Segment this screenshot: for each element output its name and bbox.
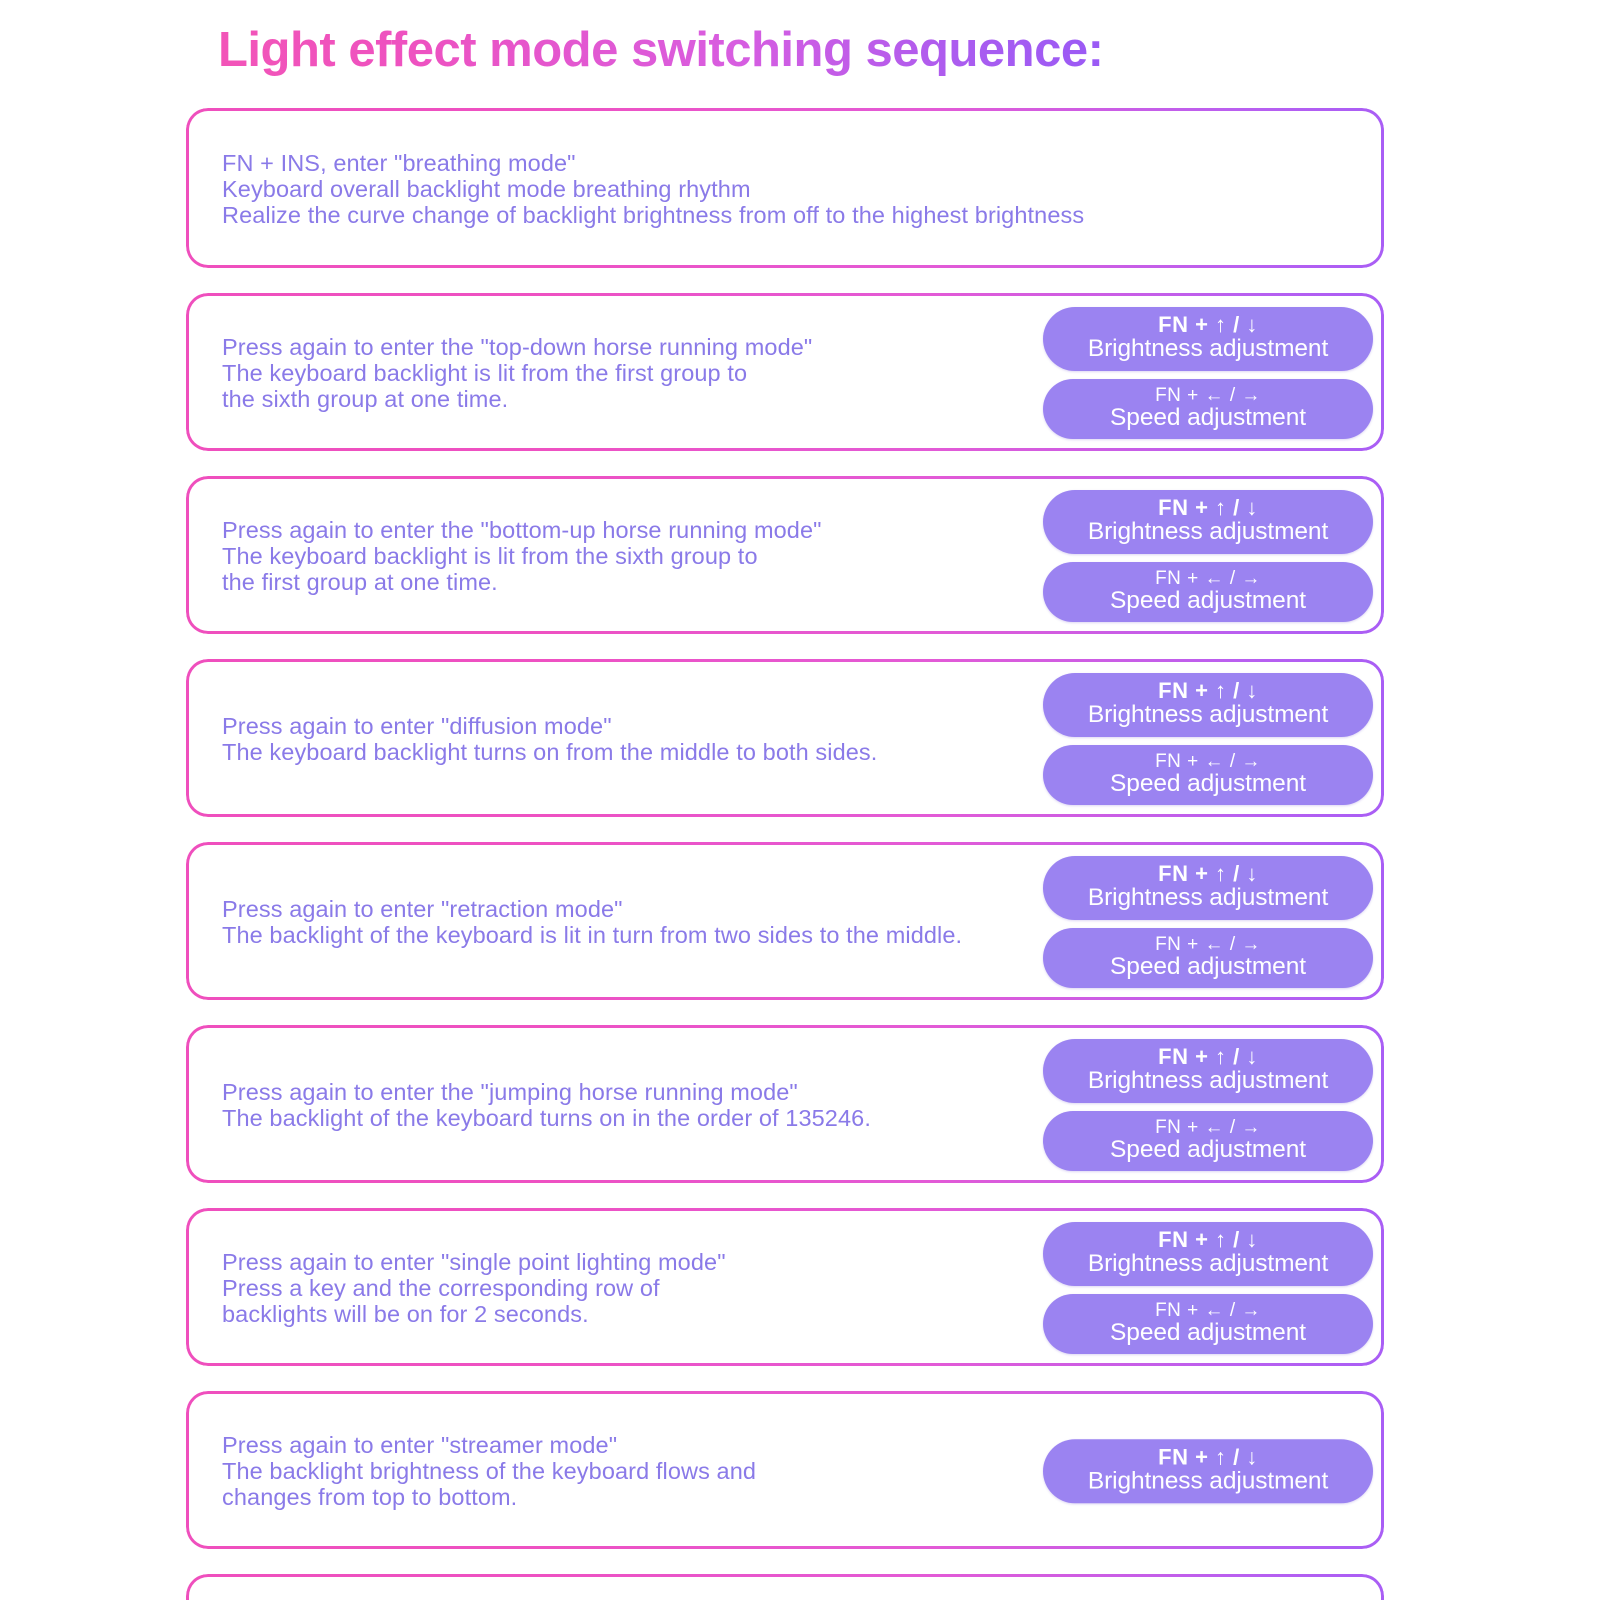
mode-card-streamer-mode: Press again to enter "streamer mode"The …: [186, 1391, 1384, 1549]
shortcut-button-group: FN + ↑ / ↓Brightness adjustment FN + ← / …: [1043, 490, 1373, 622]
mode-card-body: Press again to enter the "top-down horse…: [220, 307, 1373, 439]
mode-description: Press again to enter the "top-down horse…: [220, 334, 812, 413]
mode-card-list: FN + INS, enter "breathing mode"Keyboard…: [186, 108, 1384, 1600]
shortcut-keys-label: FN + ← / →: [1155, 1116, 1261, 1138]
shortcut-action-label: Brightness adjustment: [1087, 1067, 1329, 1094]
mode-card-body: Press again to enter the "jumping horse …: [220, 1039, 1373, 1171]
speed-adjustment-button[interactable]: FN + ← / →Speed adjustment: [1043, 927, 1373, 988]
speed-adjustment-button[interactable]: FN + ← / →Speed adjustment: [1043, 378, 1373, 439]
shortcut-action-label: Brightness adjustment: [1087, 1467, 1329, 1495]
speed-adjustment-button[interactable]: FN + ← / →Speed adjustment: [1043, 1293, 1373, 1354]
brightness-adjustment-button[interactable]: FN + ↑ / ↓Brightness adjustment: [1043, 673, 1373, 737]
mode-description-line: The keyboard backlight is lit from the f…: [222, 359, 748, 386]
mode-card-body: Press again to enter "single point light…: [220, 1222, 1373, 1354]
mode-description-line: Press again to enter "streamer mode": [222, 1431, 618, 1458]
mode-card-body: Press again to enter "streamer mode"The …: [220, 1417, 1373, 1525]
shortcut-action-label: Speed adjustment: [1110, 1318, 1306, 1346]
shortcut-keys-label: FN + ↑ / ↓: [1158, 1444, 1258, 1470]
mode-description-line: Press again to enter "single point light…: [222, 1248, 726, 1275]
shortcut-keys-label: FN + ↑ / ↓: [1158, 678, 1258, 703]
shortcut-keys-label: FN + ← / →: [1155, 1299, 1261, 1321]
mode-description-line: FN + INS, enter "breathing mode": [222, 149, 576, 176]
mode-card-constant-mode: Press again to enter constant modeKeyboa…: [186, 1574, 1384, 1600]
shortcut-keys-label: FN + ↑ / ↓: [1158, 1227, 1258, 1252]
mode-description-line: The backlight brightness of the keyboard…: [222, 1457, 757, 1484]
mode-description-line: Realize the curve change of backlight br…: [222, 202, 1085, 229]
mode-description: Press again to enter "streamer mode"The …: [220, 1432, 756, 1511]
shortcut-button-group: FN + ↑ / ↓Brightness adjustment FN + ← / …: [1043, 307, 1373, 439]
shortcut-action-label: Speed adjustment: [1110, 1135, 1306, 1163]
brightness-adjustment-button[interactable]: FN + ↑ / ↓Brightness adjustment: [1043, 490, 1373, 554]
mode-description: Press again to enter "retraction mode"Th…: [220, 896, 962, 949]
speed-adjustment-button[interactable]: FN + ← / →Speed adjustment: [1043, 1110, 1373, 1171]
mode-description: Press again to enter "single point light…: [220, 1249, 726, 1328]
shortcut-keys-label: FN + ← / →: [1155, 567, 1261, 589]
shortcut-action-label: Brightness adjustment: [1087, 335, 1329, 362]
mode-description-line: Press a key and the corresponding row of: [222, 1274, 660, 1301]
shortcut-keys-label: FN + ← / →: [1155, 750, 1261, 772]
brightness-adjustment-button[interactable]: FN + ↑ / ↓Brightness adjustment: [1043, 307, 1373, 371]
brightness-adjustment-button[interactable]: FN + ↑ / ↓Brightness adjustment: [1043, 856, 1373, 920]
shortcut-action-label: Brightness adjustment: [1087, 701, 1329, 728]
shortcut-keys-label: FN + ← / →: [1155, 384, 1261, 406]
speed-adjustment-button[interactable]: FN + ← / →Speed adjustment: [1043, 561, 1373, 622]
shortcut-keys-label: FN + ↑ / ↓: [1158, 1044, 1258, 1069]
shortcut-button-group: FN + ↑ / ↓Brightness adjustment: [1043, 1439, 1373, 1503]
mode-description-line: The keyboard backlight is lit from the s…: [222, 542, 758, 569]
mode-description-line: the first group at one time.: [222, 569, 498, 596]
mode-description-line: backlights will be on for 2 seconds.: [222, 1301, 589, 1328]
mode-card-jumping-horse-running-mode: Press again to enter the "jumping horse …: [186, 1025, 1384, 1183]
mode-description-line: changes from top to bottom.: [222, 1484, 518, 1511]
mode-description-line: Press again to enter the "bottom-up hors…: [222, 516, 822, 543]
mode-card-single-point-lighting-mode: Press again to enter "single point light…: [186, 1208, 1384, 1366]
mode-card-body: Press again to enter the "bottom-up hors…: [220, 490, 1373, 622]
mode-card-body: Press again to enter "diffusion mode"The…: [220, 673, 1373, 805]
mode-card-body: Press again to enter "retraction mode"Th…: [220, 856, 1373, 988]
mode-description-line: Press again to enter the "jumping horse …: [222, 1078, 798, 1105]
mode-description: Press again to enter the "jumping horse …: [220, 1079, 871, 1132]
shortcut-keys-label: FN + ↑ / ↓: [1158, 861, 1258, 886]
shortcut-keys-label: FN + ↑ / ↓: [1158, 495, 1258, 520]
mode-card-breathing-mode: FN + INS, enter "breathing mode"Keyboard…: [186, 108, 1384, 268]
shortcut-action-label: Speed adjustment: [1110, 952, 1306, 980]
shortcut-action-label: Brightness adjustment: [1087, 1250, 1329, 1277]
shortcut-button-group: FN + ↑ / ↓Brightness adjustment FN + ← / …: [1043, 1039, 1373, 1171]
mode-description-line: The keyboard backlight turns on from the…: [222, 739, 878, 765]
brightness-adjustment-button[interactable]: FN + ↑ / ↓Brightness adjustment: [1043, 1439, 1373, 1503]
shortcut-action-label: Brightness adjustment: [1087, 518, 1329, 545]
mode-description-line: The backlight of the keyboard turns on i…: [222, 1105, 871, 1131]
mode-description: Press again to enter the "bottom-up hors…: [220, 517, 822, 596]
mode-description-line: The backlight of the keyboard is lit in …: [222, 922, 963, 948]
brightness-adjustment-button[interactable]: FN + ↑ / ↓Brightness adjustment: [1043, 1039, 1373, 1103]
speed-adjustment-button[interactable]: FN + ← / →Speed adjustment: [1043, 744, 1373, 805]
mode-description-line: the sixth group at one time.: [222, 386, 509, 413]
mode-description-line: Press again to enter "diffusion mode": [222, 712, 612, 739]
page-title: Light effect mode switching sequence:: [218, 23, 1104, 77]
mode-card-retraction-mode: Press again to enter "retraction mode"Th…: [186, 842, 1384, 1000]
shortcut-keys-label: FN + ↑ / ↓: [1158, 312, 1258, 337]
mode-card-body: FN + INS, enter "breathing mode"Keyboard…: [220, 134, 1354, 244]
mode-description: Press again to enter "diffusion mode"The…: [220, 713, 877, 766]
mode-description: FN + INS, enter "breathing mode"Keyboard…: [220, 149, 1085, 229]
mode-description-line: Press again to enter "retraction mode": [222, 895, 623, 922]
shortcut-button-group: FN + ↑ / ↓Brightness adjustment FN + ← / …: [1043, 856, 1373, 988]
brightness-adjustment-button[interactable]: FN + ↑ / ↓Brightness adjustment: [1043, 1222, 1373, 1286]
mode-card-bottom-up-horse-running-mode: Press again to enter the "bottom-up hors…: [186, 476, 1384, 634]
shortcut-action-label: Speed adjustment: [1110, 586, 1306, 614]
mode-description-line: Keyboard overall backlight mode breathin…: [222, 175, 751, 202]
shortcut-action-label: Brightness adjustment: [1087, 884, 1329, 911]
shortcut-button-group: FN + ↑ / ↓Brightness adjustment FN + ← / …: [1043, 673, 1373, 805]
shortcut-keys-label: FN + ← / →: [1155, 933, 1261, 955]
mode-card-diffusion-mode: Press again to enter "diffusion mode"The…: [186, 659, 1384, 817]
shortcut-action-label: Speed adjustment: [1110, 769, 1306, 797]
shortcut-action-label: Speed adjustment: [1110, 403, 1306, 431]
mode-card-top-down-horse-running-mode: Press again to enter the "top-down horse…: [186, 293, 1384, 451]
shortcut-button-group: FN + ↑ / ↓Brightness adjustment FN + ← / …: [1043, 1222, 1373, 1354]
mode-description-line: Press again to enter the "top-down horse…: [222, 333, 813, 360]
